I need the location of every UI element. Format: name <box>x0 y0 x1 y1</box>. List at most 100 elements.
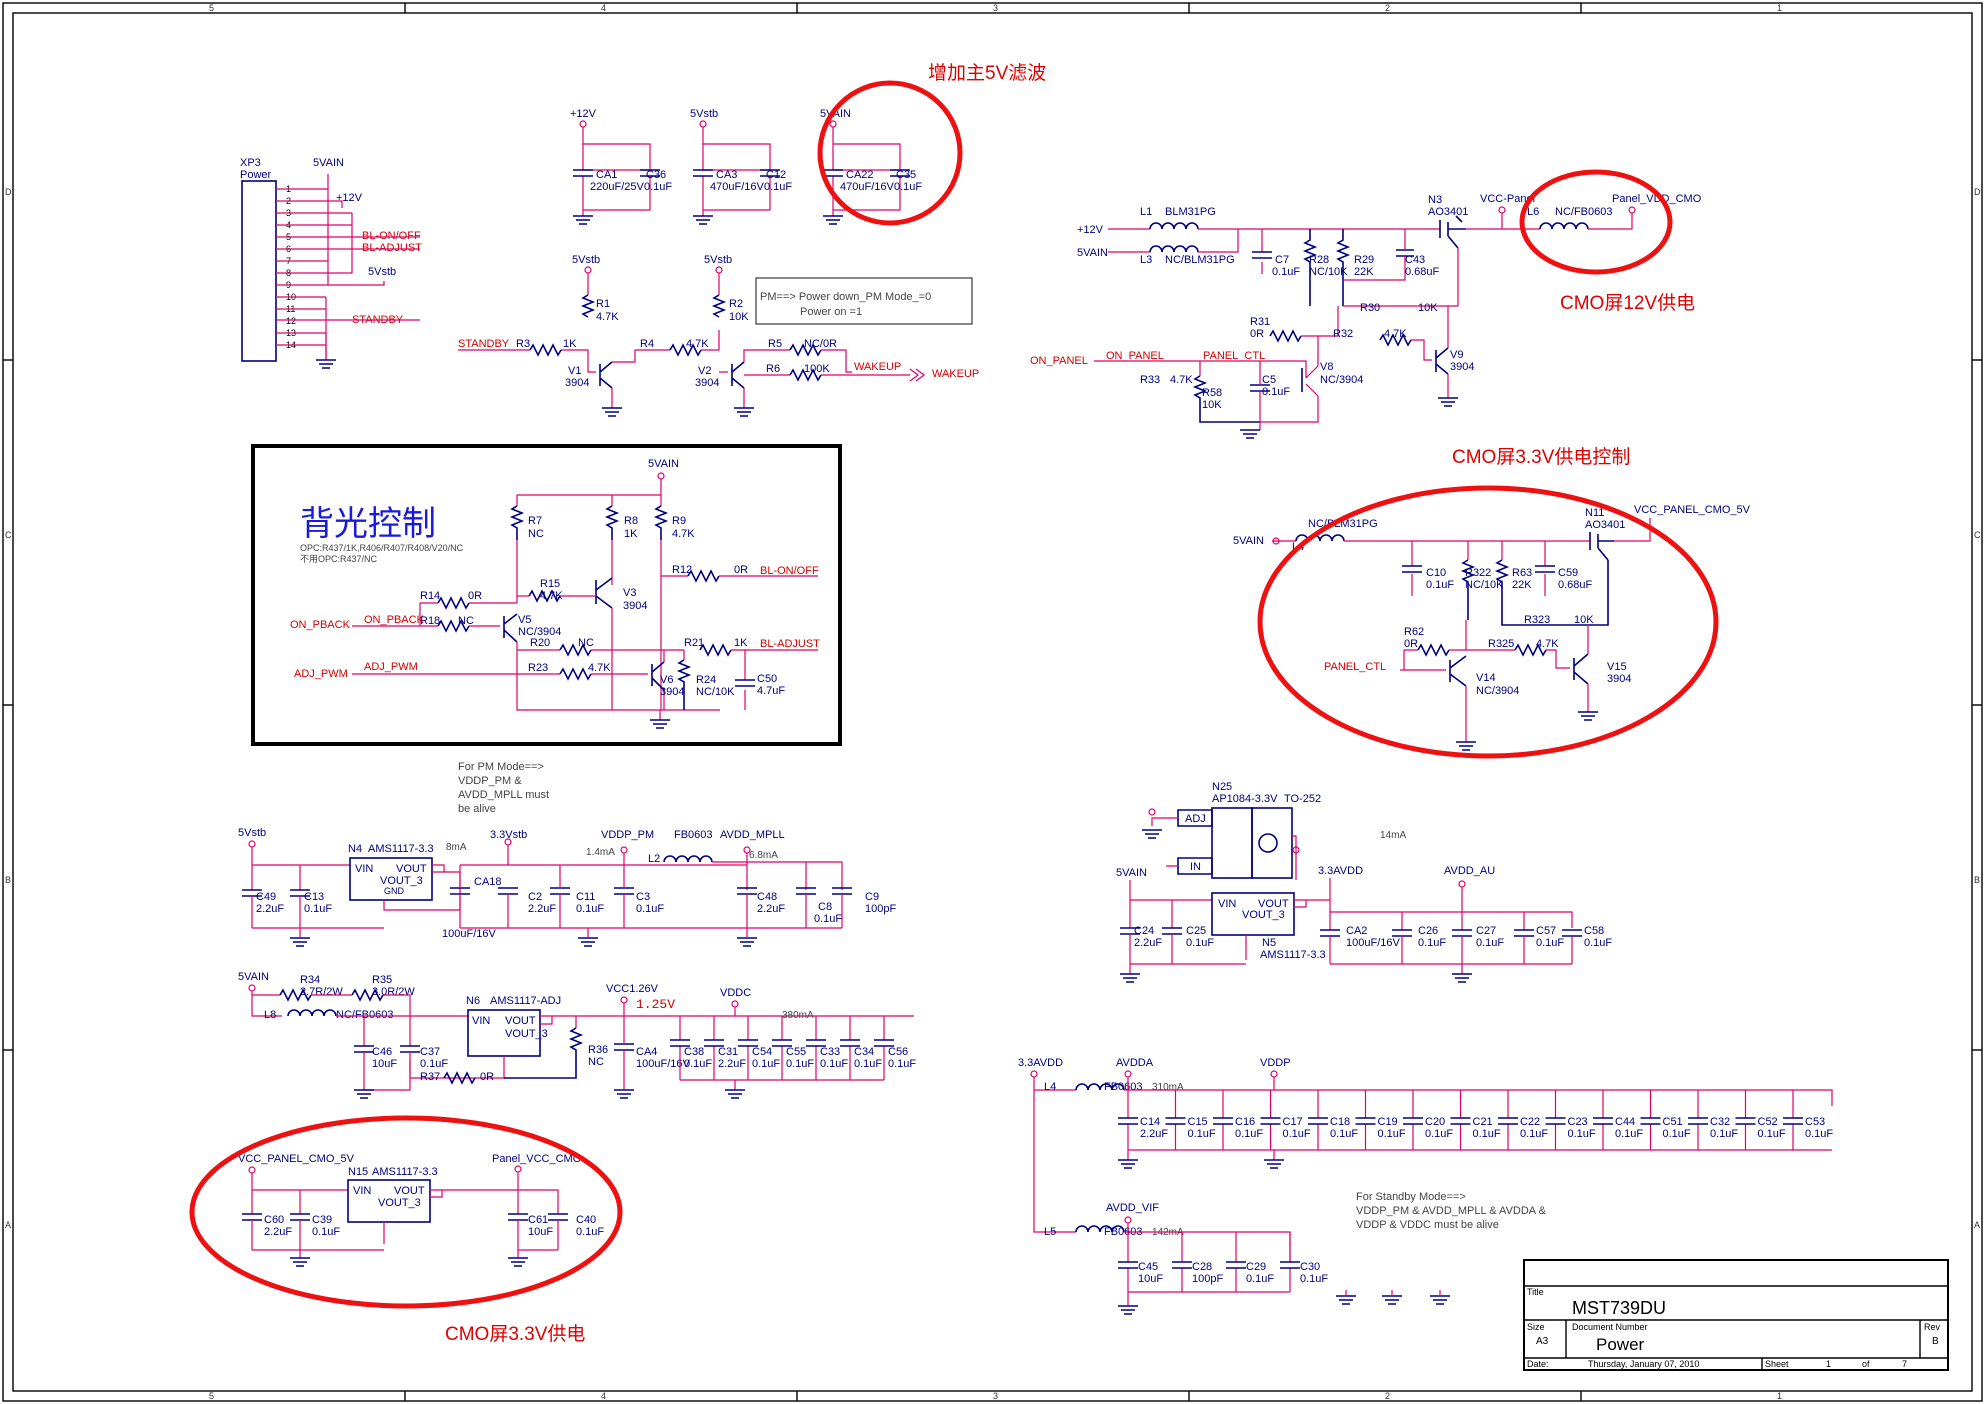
c27-val: 0.1uF <box>1476 937 1504 949</box>
cap-c36-ref: C36 <box>646 169 666 181</box>
regulator-n6: 5VAIN R34 2.7R/2W R35 3.0R/2W L8 NC/FB06… <box>238 971 916 1099</box>
r32-ref: R32 <box>1333 328 1353 340</box>
n6-cap-c56-val: 0.1uF <box>888 1058 916 1070</box>
c58-val: 0.1uF <box>1584 937 1612 949</box>
zone-row-b-right: B <box>1974 875 1980 885</box>
v14-val: NC/3904 <box>1476 685 1519 697</box>
annotation-cmo-33v-ctrl: CMO屏3.3V供电控制 <box>1452 446 1630 468</box>
r34-ref: R34 <box>300 974 320 986</box>
c57-val: 0.1uF <box>1536 937 1564 949</box>
avdda-cap-c44-symbol <box>1593 1117 1613 1125</box>
c9-ref: C9 <box>865 891 879 903</box>
r37-val: 0R <box>480 1071 494 1083</box>
bl-rail: 5VAIN <box>648 458 679 470</box>
n6-vout: VOUT <box>505 1015 536 1027</box>
cap-ca22-ref: CA22 <box>846 169 874 181</box>
r63-val: 22K <box>1512 579 1532 591</box>
c24-val: 2.2uF <box>1134 937 1162 949</box>
panel-ctl-label: PANEL_CTL <box>1203 350 1265 362</box>
ca4-val: 100uF/16V <box>636 1058 690 1070</box>
n11-ref: N11 <box>1585 507 1604 519</box>
n6-current: 380mA <box>782 1010 814 1021</box>
c48-val: 2.2uF <box>757 903 785 915</box>
backlight-box <box>251 444 842 746</box>
n15-body <box>347 1179 431 1223</box>
r4-val: 4.7K <box>686 338 709 350</box>
c9-val: 100pF <box>865 903 896 915</box>
r322-ref: R322 <box>1465 567 1491 579</box>
v1-val: 3904 <box>565 377 589 389</box>
cap-ca22-val: 470uF/16V <box>840 181 894 193</box>
c46-ref: C46 <box>372 1046 392 1058</box>
r33-val: 4.7K <box>1170 374 1193 386</box>
c13-val: 0.1uF <box>304 903 332 915</box>
xp3-net-5vstb: 5Vstb <box>368 266 396 278</box>
standby-net: STANDBY <box>458 338 510 350</box>
cap-rail-label: +12V <box>570 108 597 120</box>
n25-current: 14mA <box>1380 830 1406 841</box>
pm-alive-2: VDDP_PM & <box>458 775 522 787</box>
standby-alive-3: VDDP & VDDC must be alive <box>1356 1219 1499 1231</box>
avdda-cap-c15-ref: C15 <box>1188 1116 1208 1128</box>
n15-cap-symbols <box>242 1213 568 1267</box>
c39-val: 0.1uF <box>312 1226 340 1238</box>
avdda-cap-c21-symbol <box>1450 1117 1471 1125</box>
ca2-ref: CA2 <box>1346 925 1367 937</box>
avdda-cap-c52-val: 0.1uF <box>1758 1128 1786 1140</box>
c13-ref: C13 <box>304 891 324 903</box>
c5-ref: C5 <box>1262 374 1276 386</box>
zone-col-1-bottom: 1 <box>1777 1391 1782 1401</box>
c3-ref: C3 <box>636 891 650 903</box>
r18-ref: R18 <box>420 615 440 627</box>
n6-cap-c33-ref: C33 <box>820 1046 840 1058</box>
avdda-cap-c19-ref: C19 <box>1378 1116 1398 1128</box>
standby-alive-note: For Standby Mode==> VDDP_PM & AVDD_MPLL … <box>1356 1191 1547 1231</box>
pm-note-line2: Power on =1 <box>800 306 862 318</box>
backlight-title: 背光控制 <box>300 505 436 543</box>
r12-ref: R12 <box>672 564 692 576</box>
vddc-net: VDDC <box>720 987 751 999</box>
c59-ref: C59 <box>1558 567 1578 579</box>
ring-cmo-12v <box>1519 169 1673 275</box>
p33c-panel-ctl: PANEL_CTL <box>1324 661 1386 673</box>
c49-ref: C49 <box>256 891 276 903</box>
c61-val: 10uF <box>528 1226 553 1238</box>
standby-circuit: 5Vstb 5Vstb R1 4.7K R2 10K STANDBY R3 1K… <box>458 254 979 417</box>
v15-val: 3904 <box>1607 673 1631 685</box>
c40-ref: C40 <box>576 1214 596 1226</box>
tb-size: A3 <box>1536 1336 1549 1347</box>
r30-val: 10K <box>1418 302 1438 314</box>
avdd-au-net: AVDD_AU <box>1444 865 1495 877</box>
n25-in: IN <box>1190 861 1201 873</box>
c25-val: 0.1uF <box>1186 937 1214 949</box>
c58-ref: C58 <box>1584 925 1604 937</box>
cap-ca3-ref: CA3 <box>716 169 737 181</box>
avdda-cap-c19-symbol <box>1355 1117 1376 1125</box>
tb-sheet-label: Sheet <box>1765 1359 1789 1369</box>
r5-val: NC/0R <box>804 338 837 350</box>
n15-vout: VOUT <box>394 1185 425 1197</box>
n6-cap-symbols: C380.1uFC312.2uFC540.1uFC550.1uFC330.1uF… <box>354 1016 916 1099</box>
vif-cap-c30-ref: C30 <box>1300 1261 1320 1273</box>
avdda-cap-c18-symbol <box>1308 1117 1328 1125</box>
avdda-cap-c17-ref: C17 <box>1283 1116 1303 1128</box>
v3-val: 3904 <box>623 600 647 612</box>
n6-cap-c55-symbol <box>772 1039 792 1047</box>
pm-alive-3: AVDD_MPLL must <box>458 789 549 801</box>
zone-col-3-bottom: 3 <box>993 1391 998 1401</box>
c26-ref: C26 <box>1418 925 1438 937</box>
c60-val: 2.2uF <box>264 1226 292 1238</box>
n6-cap-c31-val: 2.2uF <box>718 1058 746 1070</box>
avdda-cap-c18-ref: C18 <box>1330 1116 1350 1128</box>
mpll-current: 6.8mA <box>749 850 778 861</box>
standby-alive-2: VDDP_PM & AVDD_MPLL & AVDDA & <box>1356 1205 1547 1217</box>
zone-row-c-left: C <box>5 530 12 540</box>
n4-vout: VOUT <box>396 863 427 875</box>
vif-cap-c45-val: 10uF <box>1138 1273 1163 1285</box>
